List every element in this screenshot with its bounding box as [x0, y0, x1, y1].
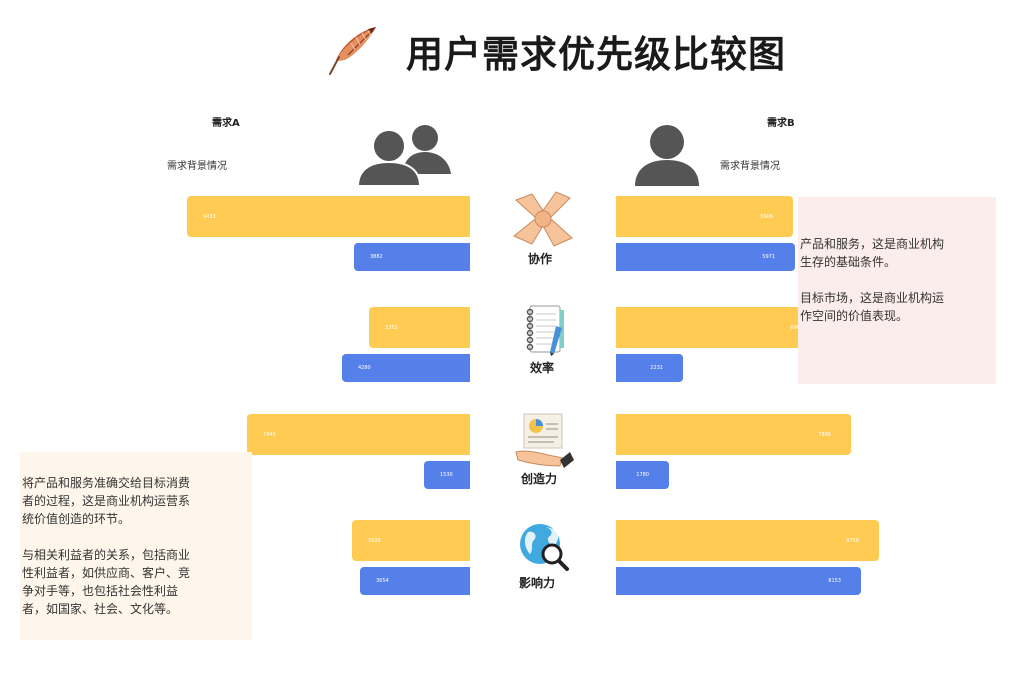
note-box-right: 产品和服务，这是商业机构 生存的基础条件。 目标市场，这是商业机构运 作空间的价…: [798, 197, 996, 384]
bar-left-yellow-1: 3352: [369, 307, 470, 348]
bar-right-yellow-2: 7836: [616, 414, 851, 455]
notebook-icon: [524, 304, 568, 356]
bar-value-label: 7443: [263, 431, 276, 438]
two-users-icon: [356, 122, 454, 188]
bar-right-blue-2: 1780: [616, 461, 669, 489]
requirement-a-label: 需求A: [212, 118, 240, 129]
bar-value-label: 2231: [650, 365, 663, 371]
bar-left-blue-3: 3654: [360, 567, 470, 595]
bar-left-blue-1: 4280: [342, 354, 470, 382]
bar-value-label: 5906: [760, 213, 773, 220]
bar-left-yellow-3: 3920: [352, 520, 470, 561]
bar-right-blue-3: 8153: [616, 567, 861, 595]
feather-icon: [326, 24, 380, 76]
category-label-collaboration: 协作: [528, 252, 553, 266]
bar-value-label: 3882: [370, 254, 383, 260]
requirement-b-label: 需求B: [767, 118, 795, 129]
bar-value-label: 8750: [846, 537, 859, 544]
bar-left-yellow-0: 9433: [187, 196, 470, 237]
bar-value-label: 1780: [636, 472, 649, 478]
bar-value-label: 1530: [440, 472, 453, 478]
single-user-icon: [633, 122, 701, 188]
bar-left-yellow-2: 7443: [247, 414, 470, 455]
bar-value-label: 5971: [762, 254, 775, 260]
bar-right-yellow-0: 5906: [616, 196, 793, 237]
handshake-icon: [510, 190, 576, 248]
category-label-influence: 影响力: [519, 576, 556, 590]
pie-chart-hand-icon: [514, 412, 574, 472]
bar-right-yellow-3: 8750: [616, 520, 879, 561]
globe-magnifier-icon: [518, 522, 570, 572]
bar-value-label: 8153: [828, 578, 841, 584]
note-text-left: 将产品和服务准确交给目标消费 者的过程，这是商业机构运营系 统价值创造的环节。 …: [22, 476, 191, 616]
bar-value-label: 3654: [376, 578, 389, 584]
note-box-left: 将产品和服务准确交给目标消费 者的过程，这是商业机构运营系 统价值创造的环节。 …: [20, 452, 252, 640]
category-label-creativity: 创造力: [521, 472, 558, 486]
bar-value-label: 9433: [203, 213, 216, 220]
bar-value-label: 6902: [790, 324, 803, 331]
requirement-b-background: 需求背景情况: [720, 161, 780, 172]
bar-left-blue-0: 3882: [354, 243, 470, 271]
bar-value-label: 3920: [368, 537, 381, 544]
bar-value-label: 4280: [358, 365, 371, 371]
bar-right-blue-1: 2231: [616, 354, 683, 382]
requirement-a-background: 需求背景情况: [167, 161, 227, 172]
category-label-efficiency: 效率: [530, 361, 555, 375]
bar-left-blue-2: 1530: [424, 461, 470, 489]
bar-right-yellow-1: 6902: [616, 307, 823, 348]
note-text-right: 产品和服务，这是商业机构 生存的基础条件。 目标市场，这是商业机构运 作空间的价…: [800, 237, 945, 323]
bar-right-blue-0: 5971: [616, 243, 795, 271]
bar-value-label: 3352: [385, 324, 398, 331]
chart-title: 用户需求优先级比较图: [406, 33, 786, 76]
bar-value-label: 7836: [818, 431, 831, 438]
